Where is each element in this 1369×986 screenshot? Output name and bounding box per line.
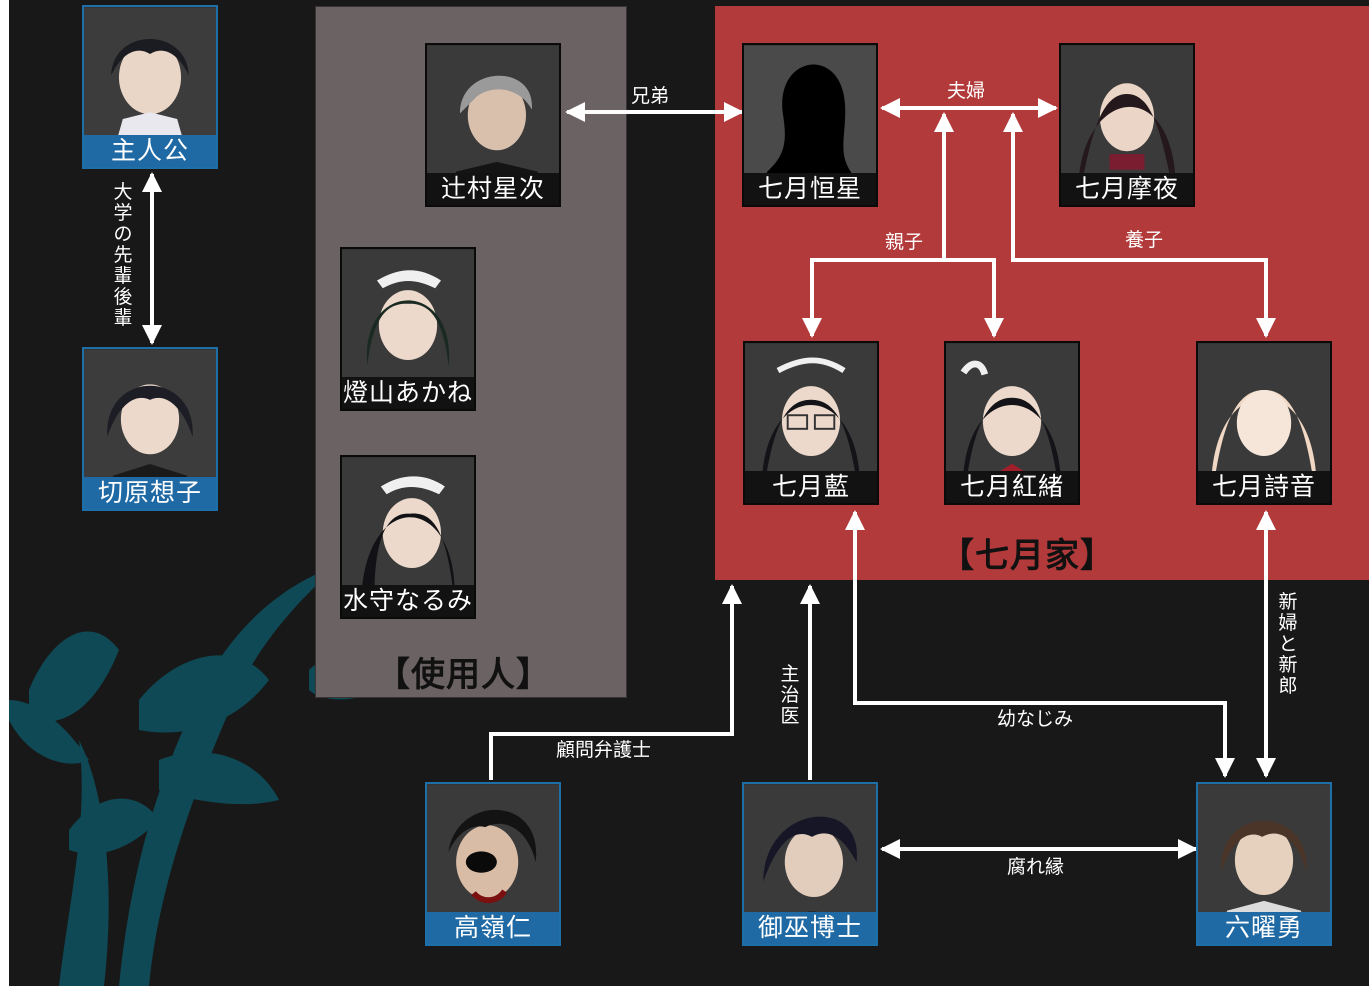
- servants-group-title: 【使用人】: [376, 655, 551, 695]
- character-name: 切原想子: [84, 477, 216, 509]
- character-card-shion: 七月詩音: [1196, 341, 1332, 505]
- relation-parent-child: 親子: [885, 231, 924, 253]
- link-parent-child-ai: [802, 112, 954, 338]
- character-card-protagonist: 主人公: [82, 5, 218, 169]
- character-name: 七月紅緒: [946, 471, 1078, 503]
- character-card-kirihara: 切原想子: [82, 347, 218, 511]
- relation-spouses: 夫婦: [947, 80, 986, 102]
- character-card-mikura: 御巫博士: [742, 782, 878, 946]
- character-name: 七月詩音: [1198, 471, 1330, 503]
- character-name: 高嶺仁: [427, 912, 559, 944]
- character-name: 燈山あかね: [342, 377, 474, 409]
- character-card-rokuyou: 六曜勇: [1196, 782, 1332, 946]
- character-card-maya: 七月摩夜: [1059, 43, 1195, 207]
- character-card-beni: 七月紅緒: [944, 341, 1080, 505]
- character-name: 七月恒星: [744, 173, 876, 205]
- character-card-mizumori: 水守なるみ: [340, 455, 476, 619]
- character-name: 主人公: [84, 135, 216, 167]
- character-name: 七月藍: [745, 471, 877, 503]
- character-card-kousei: 七月恒星: [742, 43, 878, 207]
- relation-adopted: 養子: [1125, 229, 1164, 251]
- character-card-ai: 七月藍: [743, 341, 879, 505]
- link-childhood-friends: [845, 510, 1235, 778]
- link-parent-child-beni: [944, 258, 1004, 338]
- relation-brothers: 兄弟: [631, 85, 670, 107]
- relation-senpai-kouhai: 大学の先輩後輩: [113, 181, 133, 329]
- relation-bride-groom: 新婦と新郎: [1278, 591, 1298, 697]
- relation-bad-relationship: 腐れ縁: [1007, 856, 1065, 878]
- flower-decoration: [9, 565, 379, 986]
- character-card-takamine: 高嶺仁: [425, 782, 561, 946]
- link-adopted: [1003, 112, 1276, 338]
- relation-childhood-friends: 幼なじみ: [997, 708, 1074, 730]
- relationship-lines: [142, 98, 1276, 859]
- character-card-tsujimura: 辻村星次: [425, 43, 561, 207]
- character-card-touyama: 燈山あかね: [340, 247, 476, 411]
- character-name: 六曜勇: [1198, 912, 1330, 944]
- character-name: 御巫博士: [744, 912, 876, 944]
- relation-legal-advisor: 顧問弁護士: [556, 739, 652, 761]
- relation-attending-doctor: 主治医: [780, 663, 800, 727]
- link-legal-advisor: [489, 584, 742, 780]
- character-name: 辻村星次: [427, 173, 559, 205]
- character-name: 七月摩夜: [1061, 173, 1193, 205]
- relationship-chart: 【使用人】 【七月家】: [9, 0, 1369, 986]
- character-name: 水守なるみ: [342, 585, 474, 617]
